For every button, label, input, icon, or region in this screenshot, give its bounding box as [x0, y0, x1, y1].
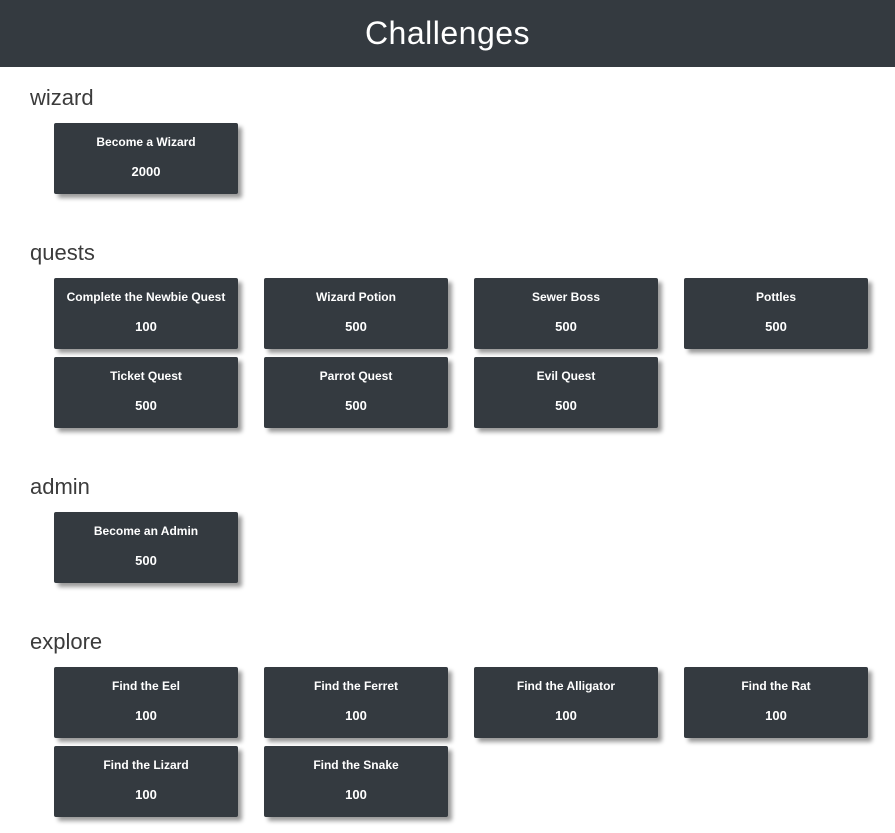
challenge-value: 100: [345, 787, 367, 802]
challenge-value: 500: [765, 319, 787, 334]
challenge-name: Complete the Newbie Quest: [66, 290, 226, 304]
challenge-name: Find the Rat: [741, 679, 811, 693]
challenge-name: Ticket Quest: [110, 369, 182, 383]
section-explore: explore Find the Eel 100 Find the Ferret…: [0, 629, 895, 817]
challenge-value: 2000: [131, 164, 161, 179]
challenge-value: 500: [555, 319, 577, 334]
challenge-name: Evil Quest: [536, 369, 596, 383]
challenge-card[interactable]: Pottles 500: [684, 278, 868, 349]
challenge-card[interactable]: Find the Snake 100: [264, 746, 448, 817]
section-title-quests: quests: [30, 240, 95, 265]
challenge-name: Become an Admin: [93, 524, 199, 538]
section-title-explore: explore: [30, 629, 103, 654]
challenge-name: Find the Snake: [313, 758, 399, 772]
challenge-card[interactable]: Find the Alligator 100: [474, 667, 658, 738]
challenge-card[interactable]: Sewer Boss 500: [474, 278, 658, 349]
challenge-card[interactable]: Become an Admin 500: [54, 512, 238, 583]
challenge-name: Find the Alligator: [516, 679, 616, 693]
challenge-value: 100: [765, 708, 787, 723]
challenge-name: Find the Ferret: [313, 679, 398, 693]
section-title-wizard: wizard: [30, 85, 94, 110]
challenge-value: 100: [345, 708, 367, 723]
challenge-name: Sewer Boss: [531, 290, 601, 304]
page-title: Challenges: [364, 15, 531, 51]
card-grid-explore: Find the Eel 100 Find the Ferret 100 Fin…: [54, 667, 895, 817]
challenge-value: 100: [135, 708, 157, 723]
challenge-card[interactable]: Wizard Potion 500: [264, 278, 448, 349]
challenge-card[interactable]: Complete the Newbie Quest 100: [54, 278, 238, 349]
challenge-value: 500: [345, 319, 367, 334]
card-grid-admin: Become an Admin 500: [54, 512, 895, 583]
challenge-card[interactable]: Ticket Quest 500: [54, 357, 238, 428]
challenge-value: 100: [135, 787, 157, 802]
challenge-name: Find the Lizard: [103, 758, 189, 772]
challenge-name: Parrot Quest: [319, 369, 393, 383]
challenge-value: 500: [555, 398, 577, 413]
challenge-name: Find the Eel: [111, 679, 180, 693]
challenge-value: 100: [135, 319, 157, 334]
challenge-card[interactable]: Parrot Quest 500: [264, 357, 448, 428]
card-grid-quests: Complete the Newbie Quest 100 Wizard Pot…: [54, 278, 895, 428]
page-header: Challenges: [0, 0, 895, 67]
section-admin: admin Become an Admin 500: [0, 474, 895, 583]
challenge-name: Pottles: [755, 290, 796, 304]
challenge-name: Wizard Potion: [316, 290, 396, 304]
challenge-value: 100: [555, 708, 577, 723]
challenge-value: 500: [135, 398, 157, 413]
section-title-admin: admin: [30, 474, 90, 499]
challenge-card[interactable]: Become a Wizard 2000: [54, 123, 238, 194]
section-quests: quests Complete the Newbie Quest 100 Wiz…: [0, 240, 895, 428]
card-grid-wizard: Become a Wizard 2000: [54, 123, 895, 194]
challenge-card[interactable]: Find the Ferret 100: [264, 667, 448, 738]
challenge-card[interactable]: Find the Rat 100: [684, 667, 868, 738]
challenge-value: 500: [135, 553, 157, 568]
challenge-card[interactable]: Find the Lizard 100: [54, 746, 238, 817]
section-wizard: wizard Become a Wizard 2000: [0, 85, 895, 194]
challenge-card[interactable]: Find the Eel 100: [54, 667, 238, 738]
challenge-name: Become a Wizard: [96, 135, 196, 149]
challenge-card[interactable]: Evil Quest 500: [474, 357, 658, 428]
challenge-value: 500: [345, 398, 367, 413]
